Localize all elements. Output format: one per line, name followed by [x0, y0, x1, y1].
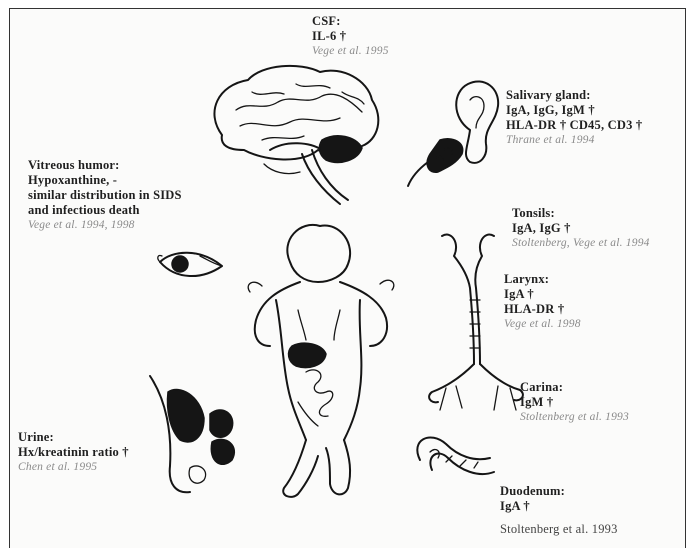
urine-ref: Chen et al. 1995 — [18, 460, 129, 475]
larynx-line2: HLA-DR † — [504, 302, 581, 317]
larynx-label: Larynx: IgA † HLA-DR † Vege et al. 1998 — [504, 272, 581, 332]
vitreous-line3: and infectious death — [28, 203, 182, 218]
duodenum-illustration — [417, 437, 494, 474]
tonsils-label: Tonsils: IgA, IgG † Stoltenberg, Vege et… — [512, 206, 650, 251]
urine-line1: Hx/kreatinin ratio † — [18, 445, 129, 460]
tonsils-ref: Stoltenberg, Vege et al. 1994 — [512, 236, 650, 251]
vitreous-line1: Hypoxanthine, - — [28, 173, 182, 188]
ear-salivary-illustration — [408, 81, 498, 186]
duodenum-ref: Stoltenberg et al. 1993 — [500, 522, 618, 537]
vitreous-line2: similar distribution in SIDS — [28, 188, 182, 203]
salivary-title: Salivary gland: — [506, 88, 642, 103]
carina-line1: IgM † — [520, 395, 629, 410]
salivary-label: Salivary gland: IgA, IgG, IgM † HLA-DR †… — [506, 88, 642, 148]
csf-label: CSF: IL-6 † Vege et al. 1995 — [312, 14, 389, 59]
carina-title: Carina: — [520, 380, 629, 395]
duodenum-line1: IgA † — [500, 499, 618, 514]
carina-ref: Stoltenberg et al. 1993 — [520, 410, 629, 425]
salivary-line2: HLA-DR † CD45, CD3 † — [506, 118, 642, 133]
csf-line1: IL-6 † — [312, 29, 389, 44]
vitreous-label: Vitreous humor: Hypoxanthine, - similar … — [28, 158, 182, 233]
vitreous-ref: Vege et al. 1994, 1998 — [28, 218, 182, 233]
tonsils-title: Tonsils: — [512, 206, 650, 221]
salivary-ref: Thrane et al. 1994 — [506, 133, 642, 148]
duodenum-label: Duodenum: IgA † Stoltenberg et al. 1993 — [500, 484, 618, 537]
carina-label: Carina: IgM † Stoltenberg et al. 1993 — [520, 380, 629, 425]
brain-illustration — [214, 66, 378, 204]
larynx-line1: IgA † — [504, 287, 581, 302]
larynx-ref: Vege et al. 1998 — [504, 317, 581, 332]
eye-illustration — [158, 253, 222, 276]
vitreous-title: Vitreous humor: — [28, 158, 182, 173]
salivary-line1: IgA, IgG, IgM † — [506, 103, 642, 118]
bladder-illustration — [150, 376, 234, 492]
csf-ref: Vege et al. 1995 — [312, 44, 389, 59]
tonsils-line1: IgA, IgG † — [512, 221, 650, 236]
infant-illustration — [248, 225, 394, 497]
urine-title: Urine: — [18, 430, 129, 445]
duodenum-title: Duodenum: — [500, 484, 618, 499]
urine-label: Urine: Hx/kreatinin ratio † Chen et al. … — [18, 430, 129, 475]
csf-title: CSF: — [312, 14, 389, 29]
larynx-title: Larynx: — [504, 272, 581, 287]
